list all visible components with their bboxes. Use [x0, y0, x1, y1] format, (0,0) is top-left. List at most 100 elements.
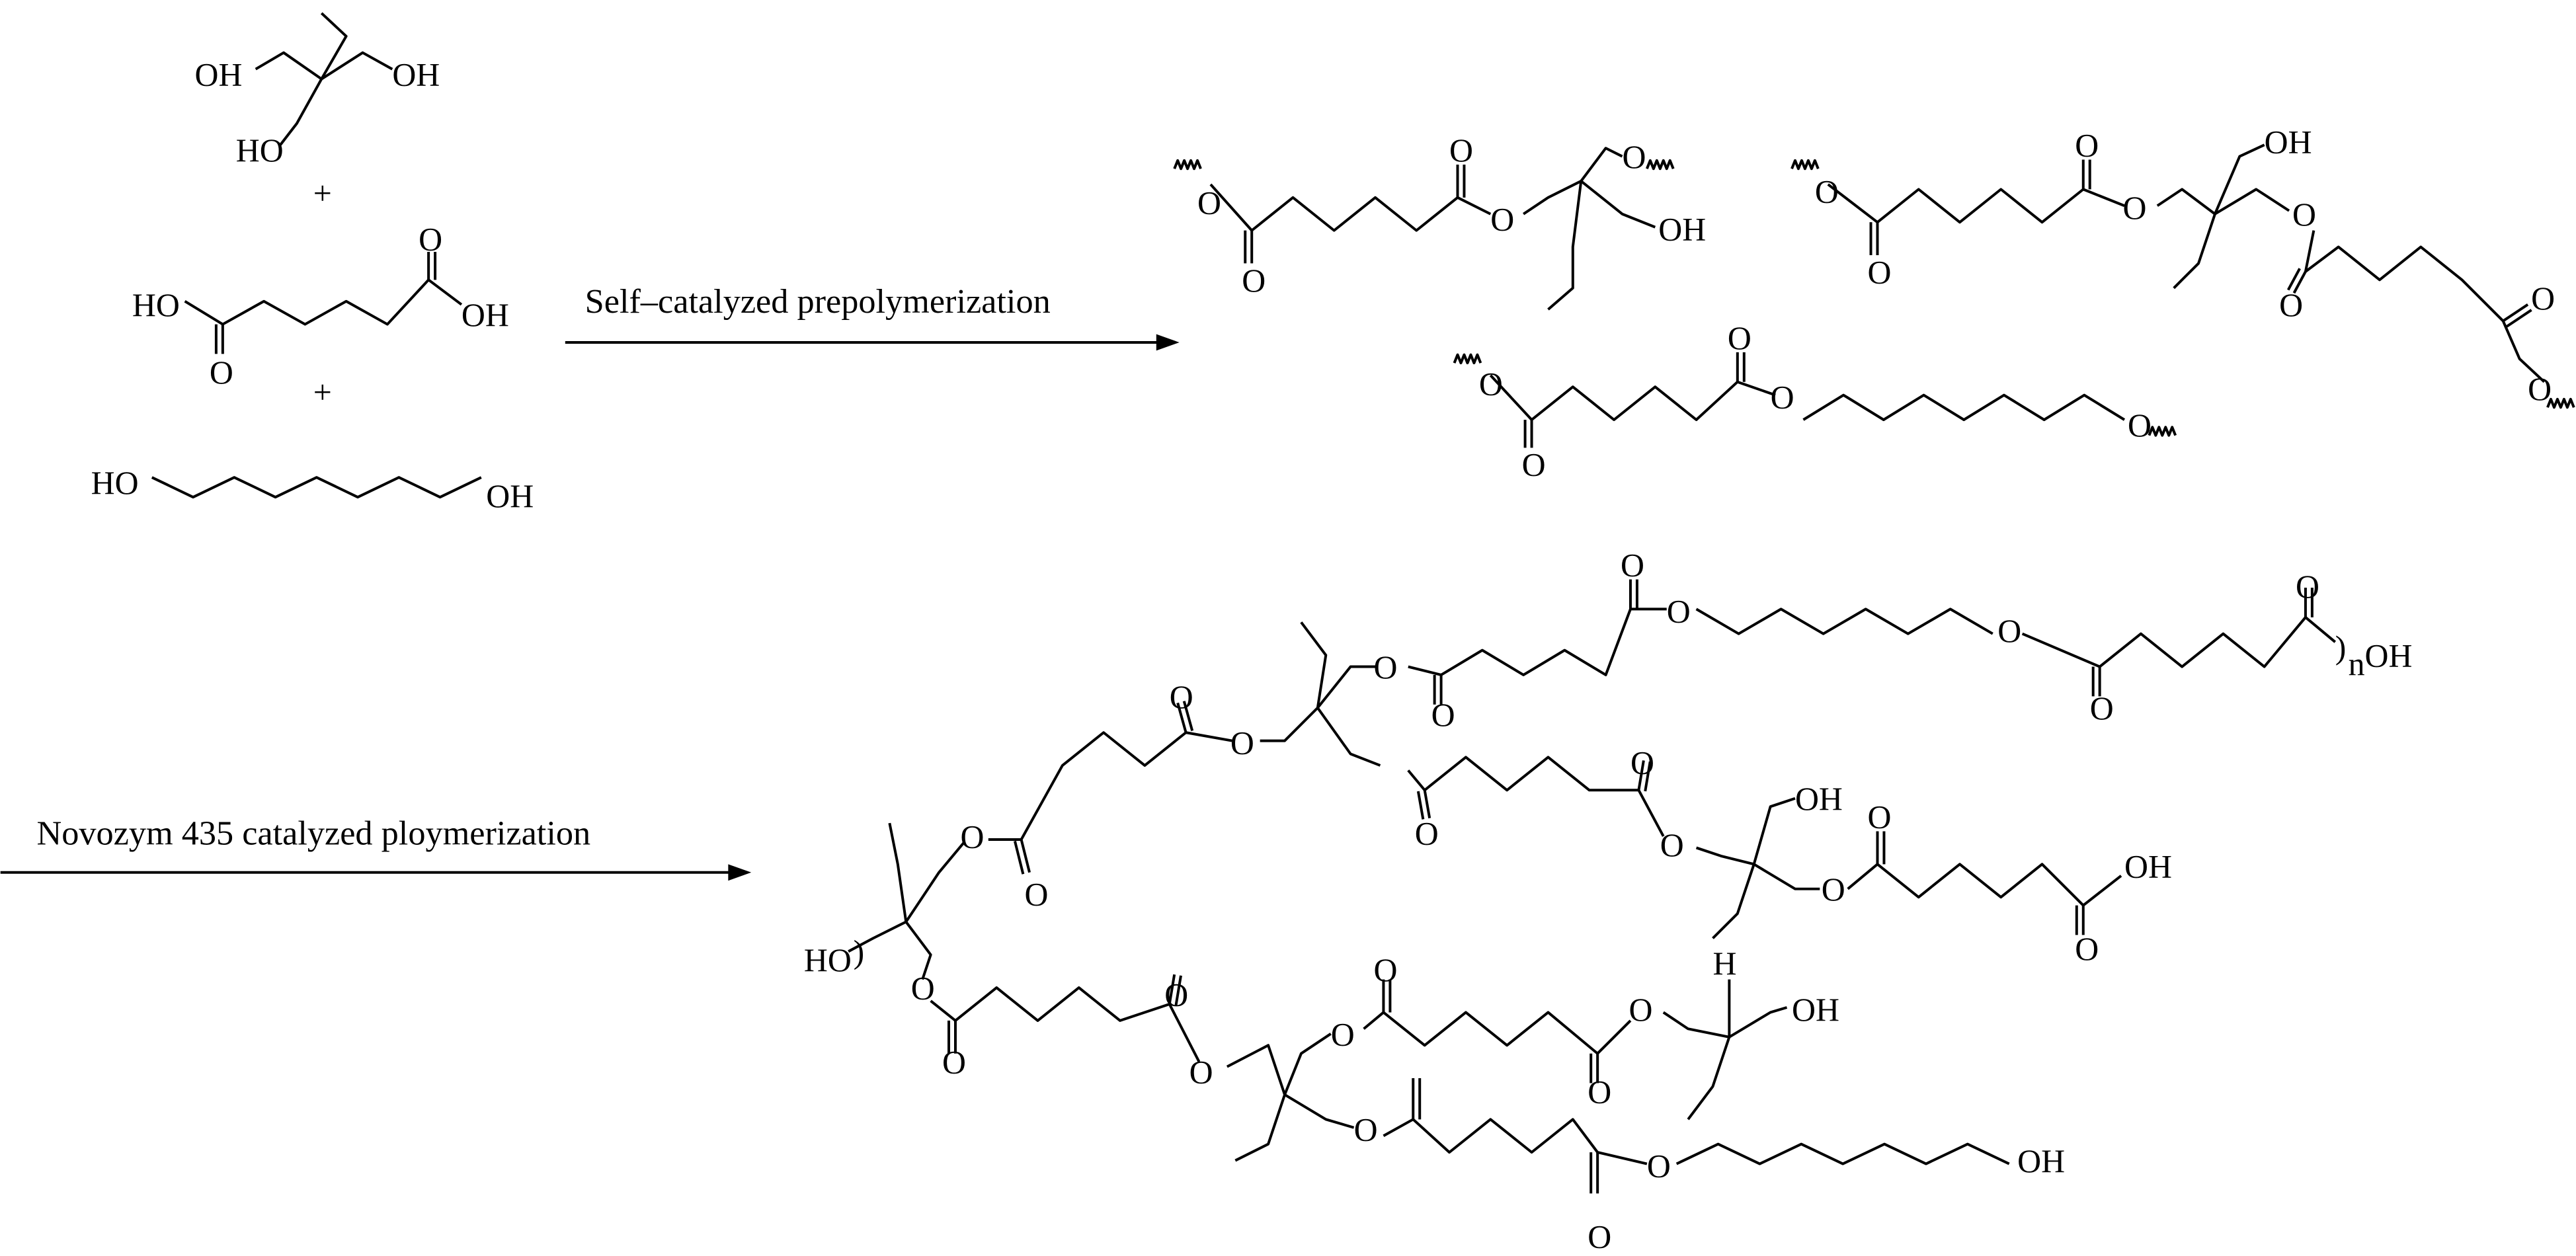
double-bond: [2292, 270, 2307, 294]
oxygen-label: O: [2279, 287, 2303, 323]
oxygen-label: O: [2090, 690, 2114, 726]
oxygen-label: O: [1242, 262, 1266, 299]
double-bond: [2506, 309, 2532, 328]
double-bond: [1182, 701, 1194, 731]
bond: [1522, 147, 1623, 216]
oxygen-label: O: [911, 970, 935, 1007]
double-bond: [1020, 839, 1031, 873]
hydroxyl-label: OH: [2365, 638, 2413, 674]
step1-label: Self–catalyzed prepolymerization: [585, 282, 1051, 321]
oxygen-label: O: [1197, 185, 1221, 221]
double-bond: [2286, 268, 2301, 291]
oxygen-label: O: [1771, 379, 1794, 416]
bond: [2173, 214, 2216, 290]
oxygen-label: O: [1621, 547, 1644, 584]
double-bond: [2502, 303, 2529, 323]
bond: [1847, 863, 2122, 907]
hydroxyl-label: HO: [132, 287, 180, 323]
bond: [320, 12, 348, 80]
hydroxyl-label: OH: [1658, 212, 1706, 248]
oxygen-label: O: [1354, 1112, 1378, 1148]
oxygen-label: O: [2075, 931, 2099, 967]
bond: [1408, 608, 1667, 676]
oxygen-label: O: [210, 354, 233, 391]
oxygen-label: O: [960, 818, 984, 855]
double-bond: [1416, 791, 1425, 820]
oxygen-label: O: [2123, 190, 2147, 226]
oxygen-label: O: [1479, 366, 1503, 403]
oxygen-label: O: [1868, 799, 1892, 836]
oxygen-label: O: [2296, 569, 2319, 605]
wavy-bond: [1453, 353, 1482, 365]
bond: [905, 921, 932, 980]
oxygen-label: O: [1415, 815, 1439, 851]
wavy-bond: [2148, 426, 2177, 437]
oxygen-label: O: [1230, 725, 1254, 761]
oxygen-label: O: [942, 1044, 966, 1081]
bond: [2021, 615, 2337, 668]
hydroxyl-label: OH: [392, 56, 440, 93]
bond: [1407, 756, 1665, 837]
bond: [1316, 707, 1381, 767]
arrow-step1: [565, 334, 1180, 351]
wavy-bond: [2546, 397, 2575, 409]
repeat-subscript: n: [2349, 646, 2365, 682]
oxygen-label: O: [1660, 827, 1684, 863]
bond: [1712, 863, 1755, 939]
bond: [184, 278, 463, 326]
oxygen-label: O: [1629, 992, 1652, 1028]
double-bond: [1423, 789, 1431, 818]
bond: [930, 986, 1201, 1063]
bond: [1234, 1094, 1286, 1162]
bond: [151, 476, 482, 499]
bond: [1728, 1006, 1788, 1039]
bond: [1383, 1118, 1648, 1165]
bond: [1489, 374, 1776, 421]
bond: [848, 920, 907, 953]
bond: [888, 822, 965, 923]
double-bond: [1637, 760, 1645, 791]
double-bond: [1168, 974, 1176, 1005]
oxygen-label: O: [419, 221, 442, 258]
bond: [1283, 1093, 1355, 1129]
oxygen-label: O: [1588, 1074, 1611, 1110]
bond: [1209, 183, 1492, 232]
bond: [1316, 665, 1375, 709]
oxygen-label: O: [1630, 744, 1654, 781]
bond: [1687, 1037, 1731, 1120]
bond: [1226, 1033, 1332, 1096]
bond: [1260, 707, 1319, 742]
bond: [2156, 143, 2265, 216]
oxygen-label: O: [1189, 1054, 1213, 1091]
wavy-bond: [1791, 159, 1820, 171]
bond: [1547, 180, 1583, 311]
double-bond: [1644, 761, 1652, 792]
bond: [2304, 230, 2546, 383]
hydroxyl-label: OH: [1795, 781, 1843, 817]
oxygen-label: O: [2075, 128, 2099, 164]
oxygen-label: O: [1623, 139, 1646, 175]
hydroxyl-label: OH: [462, 297, 509, 333]
bond: [2214, 188, 2290, 216]
step2-label: Novozym 435 catalyzed ploymerization: [36, 814, 590, 852]
bond: [1662, 979, 1731, 1039]
bond: [988, 731, 1232, 841]
hydrogen-label: H: [1712, 945, 1736, 982]
hydroxyl-label: OH: [1792, 992, 1839, 1028]
oxygen-label: O: [1164, 976, 1188, 1013]
oxygen-label: O: [1647, 1148, 1671, 1184]
hydroxyl-label: OH: [195, 56, 243, 93]
wavy-bond: [1646, 159, 1675, 171]
oxygen-label: O: [1822, 871, 1845, 908]
bond: [1695, 797, 1796, 866]
hydroxyl-label: HO: [91, 465, 139, 501]
double-bond: [1174, 975, 1182, 1005]
oxygen-label: O: [2292, 196, 2316, 233]
bond: [1675, 1142, 2010, 1165]
hydroxyl-label: OH: [486, 478, 534, 514]
oxygen-label: O: [2531, 280, 2555, 317]
oxygen-label: O: [1522, 447, 1546, 483]
plus-sign: +: [313, 374, 332, 411]
